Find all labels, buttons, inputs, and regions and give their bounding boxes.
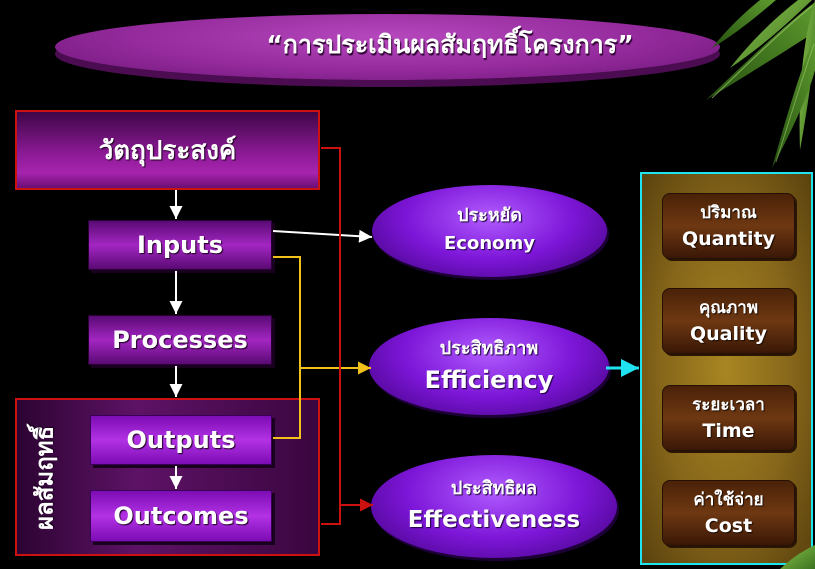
criterion-quantity-english: Quantity bbox=[681, 228, 776, 250]
outcomes-box: Outcomes bbox=[90, 490, 272, 542]
criterion-quality: คุณภาพ Quality bbox=[662, 288, 795, 354]
effectiveness-english-label: Effectiveness bbox=[407, 506, 581, 533]
objective-box: วัตถุประสงค์ bbox=[15, 110, 320, 190]
criterion-quantity-thai: ปริมาณ bbox=[700, 203, 757, 223]
criterion-quality-english: Quality bbox=[690, 323, 767, 345]
leaf-2 bbox=[730, 0, 812, 68]
leaf-4 bbox=[799, 0, 815, 150]
leaf-3 bbox=[706, 2, 815, 100]
criterion-quantity: ปริมาณ Quantity bbox=[662, 193, 795, 259]
criterion-cost: ค่าใช้จ่าย Cost bbox=[662, 480, 795, 546]
leaf-5 bbox=[772, 36, 815, 168]
slide-title: “การประเมินผลสัมฤทธิ์โครงการ” bbox=[266, 30, 634, 59]
effectiveness-ellipse: ประสิทธิผล Effectiveness bbox=[371, 455, 617, 558]
efficiency-thai-label: ประสิทธิภาพ bbox=[439, 337, 539, 359]
bracket-objective-outcomes bbox=[321, 147, 341, 525]
leaf-5-midrib bbox=[775, 43, 815, 163]
efficiency-english-label: Efficiency bbox=[424, 365, 554, 394]
criterion-quality-thai: คุณภาพ bbox=[698, 298, 759, 318]
leaf-1 bbox=[712, 0, 776, 48]
title-banner bbox=[55, 14, 720, 80]
economy-thai-label: ประหยัด bbox=[457, 205, 522, 226]
leaf-3-midrib bbox=[711, 5, 813, 99]
economy-ellipse: ประหยัด Economy bbox=[372, 185, 607, 277]
criteria-panel: ปริมาณ Quantity คุณภาพ Quality ระยะเวลา … bbox=[640, 172, 813, 565]
inputs-box: Inputs bbox=[88, 220, 272, 270]
criterion-time-english: Time bbox=[702, 420, 755, 442]
efficiency-ellipse: ประสิทธิภาพ Efficiency bbox=[369, 318, 609, 415]
outputs-box: Outputs bbox=[90, 415, 272, 465]
economy-english-label: Economy bbox=[443, 233, 535, 254]
criterion-time-thai: ระยะเวลา bbox=[692, 395, 765, 415]
criterion-cost-thai: ค่าใช้จ่าย bbox=[693, 490, 764, 510]
results-group: ผลสัมฤทธิ์ Outputs Outcomes bbox=[15, 398, 320, 556]
effectiveness-thai-label: ประสิทธิผล bbox=[450, 477, 538, 499]
criterion-time: ระยะเวลา Time bbox=[662, 385, 795, 451]
criterion-cost-english: Cost bbox=[704, 515, 753, 537]
arrow-inputs-to-economy bbox=[272, 229, 373, 243]
processes-box: Processes bbox=[88, 315, 272, 365]
results-group-label: ผลสัมฤทธิ์ bbox=[30, 425, 59, 531]
